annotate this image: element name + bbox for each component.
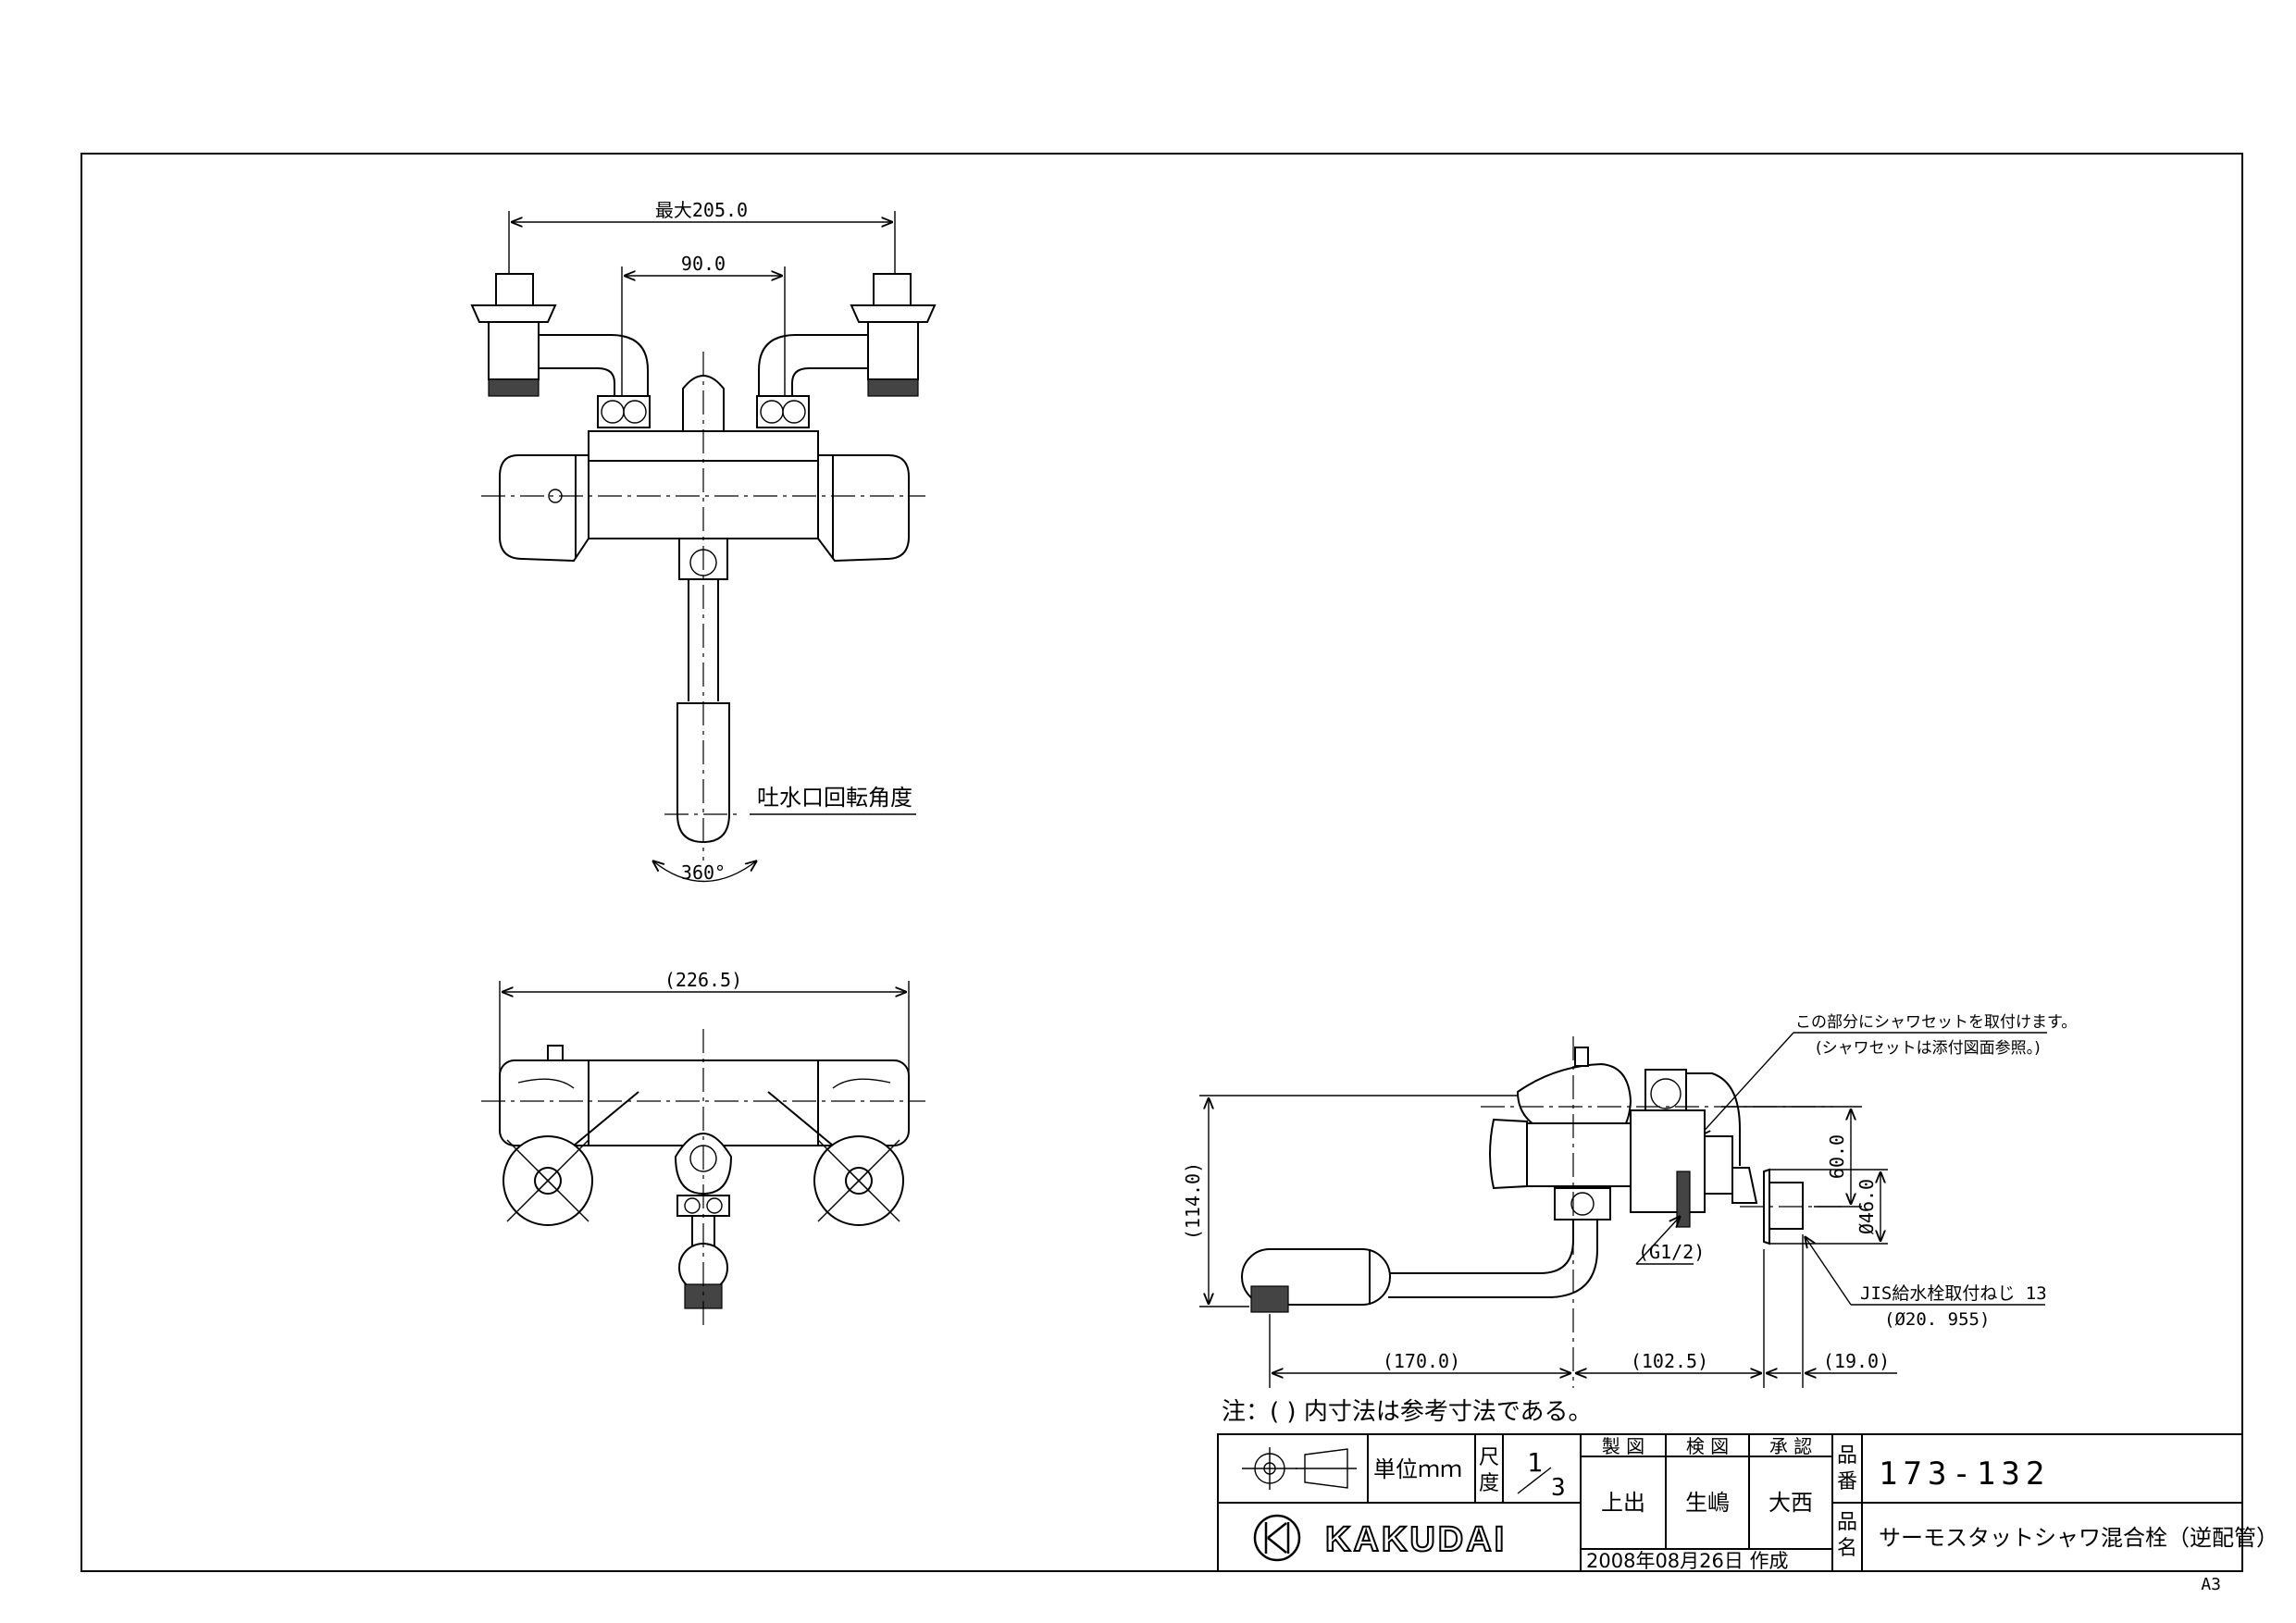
side-view: この部分にシャワセットを取付けます。 (シャワセットは添付図面参照。) [1182, 1013, 2077, 1388]
callout-shower-1: この部分にシャワセットを取付けます。 [1795, 1013, 2077, 1032]
bottom-view: (226.5) [481, 969, 925, 1329]
logo-text: KAKUDAI [1325, 1520, 1507, 1559]
scale-label-1: 尺 [1479, 1446, 1499, 1469]
name-checked: 生嶋 [1685, 1490, 1730, 1516]
scale-denominator: 3 [1551, 1474, 1566, 1502]
name-label-1: 品 [1837, 1511, 1857, 1534]
product-name: サーモスタットシャワ混合栓（逆配管） [1879, 1525, 2278, 1551]
col-approved: 承 認 [1769, 1435, 1812, 1457]
dim-170: (170.0) [1383, 1350, 1460, 1372]
name-drafted: 上出 [1601, 1490, 1645, 1516]
jis-note-2: (Ø20. 955) [1884, 1309, 1990, 1330]
spout-rotation-note: 吐水口回転角度 [757, 785, 912, 811]
dim-60: 60.0 [1826, 1134, 1848, 1179]
dim-102: (102.5) [1631, 1350, 1708, 1372]
front-view: 最大205.0 90.0 [470, 199, 937, 884]
sheet-border [81, 153, 2243, 1572]
thread-g12: (G1/2) [1638, 1241, 1705, 1263]
dim-dia46: Ø46.0 [1855, 1179, 1878, 1234]
dim-center: 90.0 [681, 253, 726, 275]
rotation-angle: 360° [681, 861, 726, 884]
callout-shower-2: (シャワセットは添付図面参照。) [1816, 1039, 2041, 1058]
jis-note-1: JIS給水栓取付ねじ 13 [1860, 1283, 2047, 1304]
name-label-2: 名 [1837, 1537, 1857, 1560]
part-number: 173-132 [1879, 1456, 2050, 1493]
dim-114: (114.0) [1182, 1162, 1204, 1240]
part-no-label-1: 品 [1837, 1444, 1857, 1468]
dim-max-width: 最大205.0 [655, 199, 748, 221]
title-block: 単位ｍｍ 尺 度 1 3 製 図 検 図 承 認 上出 生嶋 大西 品 番 17… [1217, 1433, 2278, 1572]
dim-19: (19.0) [1823, 1350, 1890, 1372]
kakudai-logo-icon: KAKUDAI [1253, 1514, 1507, 1562]
unit-label: 単位ｍｍ [1373, 1456, 1462, 1482]
col-drafted: 製 図 [1602, 1435, 1644, 1457]
scale-numerator: 1 [1527, 1447, 1543, 1478]
col-checked: 検 図 [1686, 1435, 1729, 1457]
reference-dim-note: 注：( ) 内寸法は参考寸法である。 [1222, 1398, 1593, 1426]
dim-bottom-width: (226.5) [664, 969, 742, 991]
drawing-date: 2008年08月26日 作成 [1586, 1550, 1789, 1572]
projection-symbol-icon [1242, 1447, 1357, 1490]
name-approved: 大西 [1769, 1490, 1813, 1516]
scale-label-2: 度 [1479, 1472, 1499, 1495]
part-no-label-2: 番 [1837, 1470, 1857, 1493]
sheet-size: A3 [2201, 1575, 2221, 1594]
